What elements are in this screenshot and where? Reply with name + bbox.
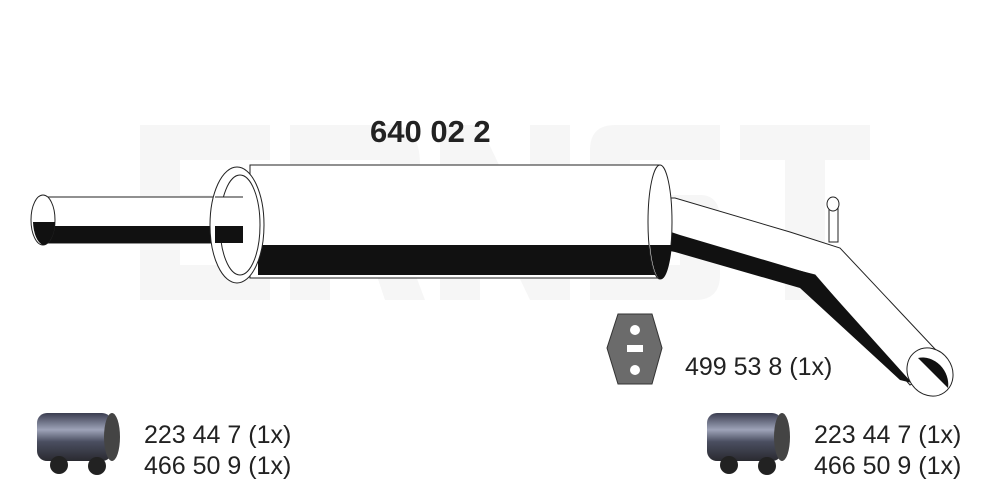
rubber-hanger-icon: [606, 313, 663, 385]
inlet-pipe: [30, 194, 244, 246]
hanger-pin: [826, 196, 840, 243]
part-number: 640 02 2: [370, 114, 491, 149]
outlet-pipe: [659, 197, 954, 397]
clamp-right-label-1: 223 44 7 (1x): [814, 421, 962, 449]
hanger-label: 499 53 8 (1x): [685, 353, 833, 381]
clamp-left-label-1: 223 44 7 (1x): [144, 421, 292, 449]
pipe-clamp-icon-left: [37, 413, 120, 475]
pipe-clamp-icon-right: [707, 413, 790, 475]
clamp-right-label-2: 466 50 9 (1x): [814, 452, 962, 480]
clamp-left-label-2: 466 50 9 (1x): [144, 452, 292, 480]
muffler: [209, 164, 673, 284]
